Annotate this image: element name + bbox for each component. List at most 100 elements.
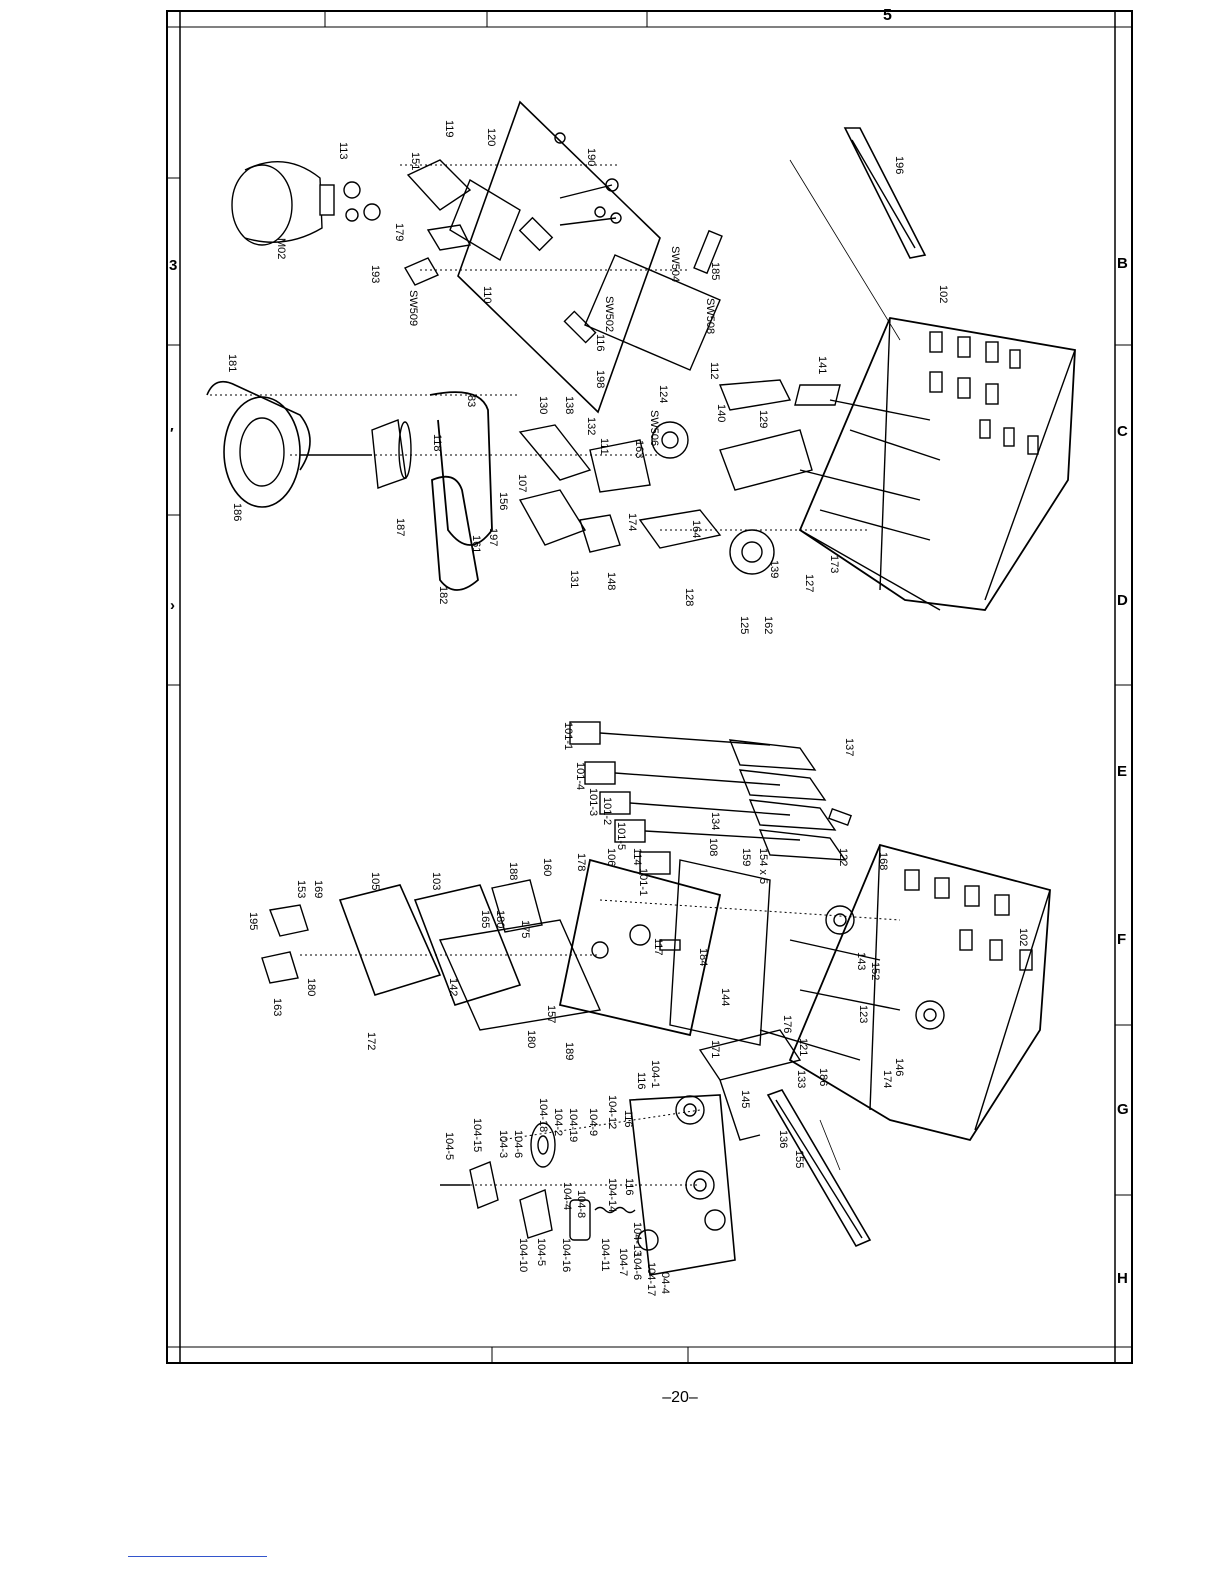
label-upper-6: 179 xyxy=(393,223,405,241)
label-upper-32: 186 xyxy=(231,503,243,521)
label-lower-44: 171 xyxy=(709,1040,721,1058)
label-lower-35: 144 xyxy=(719,988,731,1006)
label-lower-66: 104-10 xyxy=(517,1238,529,1272)
label-lower-32: 157 xyxy=(545,1005,557,1023)
label-upper-31: 118 xyxy=(431,434,443,452)
label-lower-1: 101-4 xyxy=(574,762,586,790)
edge-letter-e: E xyxy=(1117,763,1127,780)
label-upper-33: 187 xyxy=(394,518,406,536)
label-lower-6: 134 xyxy=(709,812,721,830)
label-lower-62: 104-4 xyxy=(561,1182,573,1210)
label-lower-42: 123 xyxy=(857,1005,869,1023)
label-lower-36: 143 xyxy=(855,952,867,970)
label-lower-72: 104-13 xyxy=(631,1222,643,1256)
label-lower-64: 104-14 xyxy=(606,1178,618,1212)
label-upper-42: 164 xyxy=(690,520,702,538)
label-upper-44: 173 xyxy=(828,555,840,573)
left-fragment-1: 3 xyxy=(169,257,177,274)
label-lower-55: 104-2 xyxy=(552,1108,564,1136)
label-lower-37: 152 xyxy=(869,962,881,980)
edge-letter-b: B xyxy=(1117,255,1128,272)
label-upper-17: 124 xyxy=(657,385,669,403)
label-upper-3: 151 xyxy=(409,152,421,170)
lower-assembly-artwork xyxy=(261,721,1051,1276)
edge-letter-h: H xyxy=(1117,1270,1128,1287)
label-upper-45: 139 xyxy=(768,560,780,578)
upper-assembly-labels: 120 119 113 151 190 M02 179 193 SW509 11… xyxy=(226,120,949,634)
edge-letter-f: F xyxy=(1117,931,1126,948)
label-lower-51: 104-15 xyxy=(471,1118,483,1152)
label-lower-45: 186 xyxy=(817,1068,829,1086)
edge-letter-g: G xyxy=(1117,1101,1129,1118)
label-upper-20: 141 xyxy=(816,356,828,374)
edge-letter-c: C xyxy=(1117,423,1128,440)
label-upper-39: 131 xyxy=(568,570,580,588)
label-upper-2: 113 xyxy=(337,142,349,160)
label-lower-69: 104-11 xyxy=(599,1238,611,1271)
page-number: –20– xyxy=(662,1389,698,1406)
label-lower-8: 108 xyxy=(707,838,719,856)
label-upper-8: SW509 xyxy=(407,290,419,326)
label-lower-29: 180 xyxy=(305,978,317,996)
label-lower-14: 160 xyxy=(541,858,553,876)
label-upper-12: SW502 xyxy=(603,296,615,332)
label-upper-47: 125 xyxy=(738,616,750,634)
label-upper-22: 102 xyxy=(937,285,949,303)
label-upper-9: 110 xyxy=(481,286,493,304)
label-lower-43: 121 xyxy=(797,1038,809,1056)
label-lower-23: 175 xyxy=(519,920,531,938)
label-lower-65: 116 xyxy=(623,1178,635,1196)
label-lower-5: 137 xyxy=(843,738,855,756)
label-upper-16: 198 xyxy=(594,370,606,388)
label-lower-73: 104-17 xyxy=(645,1262,657,1296)
label-upper-15: 181 xyxy=(226,354,238,372)
label-upper-21: 196 xyxy=(893,156,905,174)
label-upper-36: 161 xyxy=(470,535,482,553)
label-lower-2: 101-3 xyxy=(587,788,599,816)
label-lower-10: 154 x 5 xyxy=(757,848,769,884)
lower-assembly-labels: 101-1 101-4 101-3 101-2 101-5 137 134 11… xyxy=(247,722,1029,1296)
label-upper-26: 132 xyxy=(585,417,597,435)
label-lower-25: 122 xyxy=(837,848,849,866)
top-zone-number: 5 xyxy=(883,7,892,24)
label-upper-24: 130 xyxy=(537,396,549,414)
label-upper-11: 185 xyxy=(709,262,721,280)
label-lower-41: 176 xyxy=(781,1015,793,1033)
label-lower-20: 103 xyxy=(430,872,442,890)
label-upper-23: 83 xyxy=(465,395,477,407)
label-lower-16: 195 xyxy=(247,912,259,930)
label-lower-4: 101-5 xyxy=(615,822,627,850)
label-lower-70: 104-7 xyxy=(617,1248,629,1276)
label-lower-59: 116 xyxy=(622,1110,634,1128)
label-upper-40: 148 xyxy=(605,572,617,590)
label-lower-19: 105 xyxy=(369,872,381,890)
label-lower-68: 104-16 xyxy=(560,1238,572,1272)
label-lower-53: 104-6 xyxy=(512,1130,524,1158)
label-upper-35: 156 xyxy=(497,492,509,510)
label-lower-17: 153 xyxy=(295,880,307,898)
label-upper-13: 116 xyxy=(594,334,606,352)
label-lower-49: 145 xyxy=(739,1090,751,1108)
label-lower-54: 104-18 xyxy=(537,1098,549,1132)
label-lower-26: 168 xyxy=(877,852,889,870)
label-lower-47: 174 xyxy=(881,1070,893,1088)
sheet-border xyxy=(166,10,1133,1364)
label-lower-24: 117 xyxy=(652,938,664,956)
label-lower-11: 106 xyxy=(605,848,617,866)
label-upper-18: SW506 xyxy=(648,410,660,446)
label-upper-48: 162 xyxy=(762,616,774,634)
label-lower-18: 169 xyxy=(312,880,324,898)
label-upper-4: 190 xyxy=(585,148,597,166)
label-lower-52: 104-3 xyxy=(497,1130,509,1158)
label-upper-19: 112 xyxy=(708,362,720,380)
upper-assembly-artwork xyxy=(206,100,1076,611)
label-upper-28: 163 xyxy=(633,440,645,458)
label-lower-30: 142 xyxy=(447,978,459,996)
label-lower-50: 104-5 xyxy=(443,1132,455,1160)
label-lower-48: 146 xyxy=(893,1058,905,1076)
label-lower-71: 104-6 xyxy=(631,1252,643,1280)
label-lower-13: 188 xyxy=(507,862,519,880)
label-lower-3: 101-2 xyxy=(601,797,613,825)
label-lower-63: 104-8 xyxy=(575,1190,587,1218)
